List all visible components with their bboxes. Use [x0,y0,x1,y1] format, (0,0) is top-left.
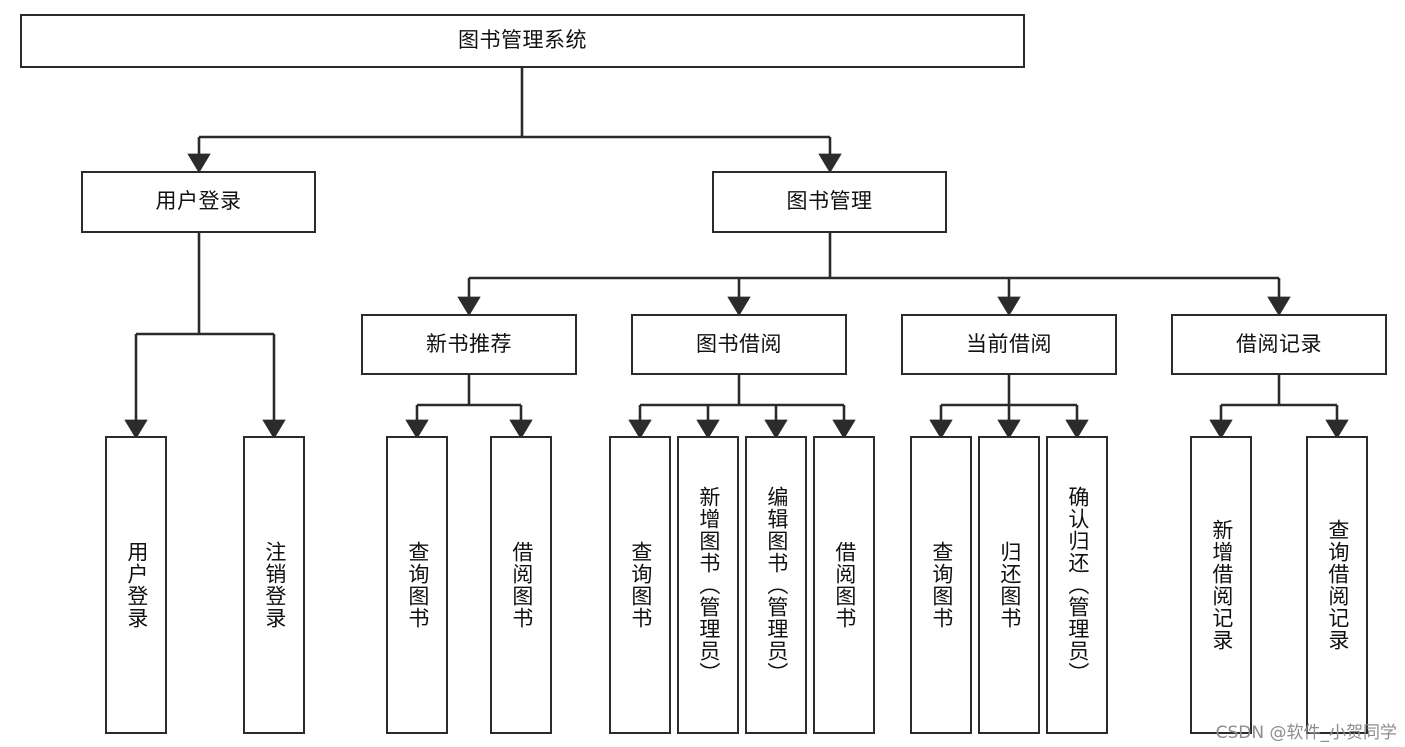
node-leaf-query-borrow-record[interactable]: 查询借阅记录 [1306,436,1368,734]
node-leaf-logout[interactable]: 注销登录 [243,436,305,734]
node-leaf-add-borrow-record[interactable]: 新增借阅记录 [1190,436,1252,734]
node-leaf-label: 注销登录 [262,541,287,629]
node-leaf-borrow-book-newbook[interactable]: 借阅图书 [490,436,552,734]
node-leaf-label: 用户登录 [124,541,149,629]
node-leaf-label: 归还图书 [997,541,1022,629]
node-current-borrow[interactable]: 当前借阅 [901,314,1117,375]
node-user-login[interactable]: 用户登录 [81,171,316,233]
node-leaf-query-book-newbook[interactable]: 查询图书 [386,436,448,734]
node-root-system[interactable]: 图书管理系统 [20,14,1025,68]
node-leaf-query-book-borrow[interactable]: 查询图书 [609,436,671,734]
node-book-management[interactable]: 图书管理 [712,171,947,233]
node-leaf-label: 编辑图书（管理员） [764,486,789,684]
node-leaf-label: 查询图书 [628,541,653,629]
node-leaf-label: 确认归还（管理员） [1065,486,1090,684]
node-new-book-recommend[interactable]: 新书推荐 [361,314,577,375]
node-leaf-user-login[interactable]: 用户登录 [105,436,167,734]
node-leaf-label: 新增图书（管理员） [696,486,721,684]
node-leaf-add-book-admin[interactable]: 新增图书（管理员） [677,436,739,734]
node-leaf-query-book-current[interactable]: 查询图书 [910,436,972,734]
node-leaf-label: 借阅图书 [509,541,534,629]
node-book-borrow[interactable]: 图书借阅 [631,314,847,375]
node-leaf-return-book[interactable]: 归还图书 [978,436,1040,734]
node-leaf-label: 查询借阅记录 [1325,519,1350,651]
node-leaf-label: 查询图书 [405,541,430,629]
csdn-watermark: CSDN @软件_小贺同学 [1215,723,1397,743]
node-leaf-edit-book-admin[interactable]: 编辑图书（管理员） [745,436,807,734]
node-leaf-borrow-book[interactable]: 借阅图书 [813,436,875,734]
node-leaf-label: 查询图书 [929,541,954,629]
node-leaf-label: 新增借阅记录 [1209,519,1234,651]
node-borrow-record[interactable]: 借阅记录 [1171,314,1387,375]
node-leaf-label: 借阅图书 [832,541,857,629]
node-leaf-confirm-return-admin[interactable]: 确认归还（管理员） [1046,436,1108,734]
